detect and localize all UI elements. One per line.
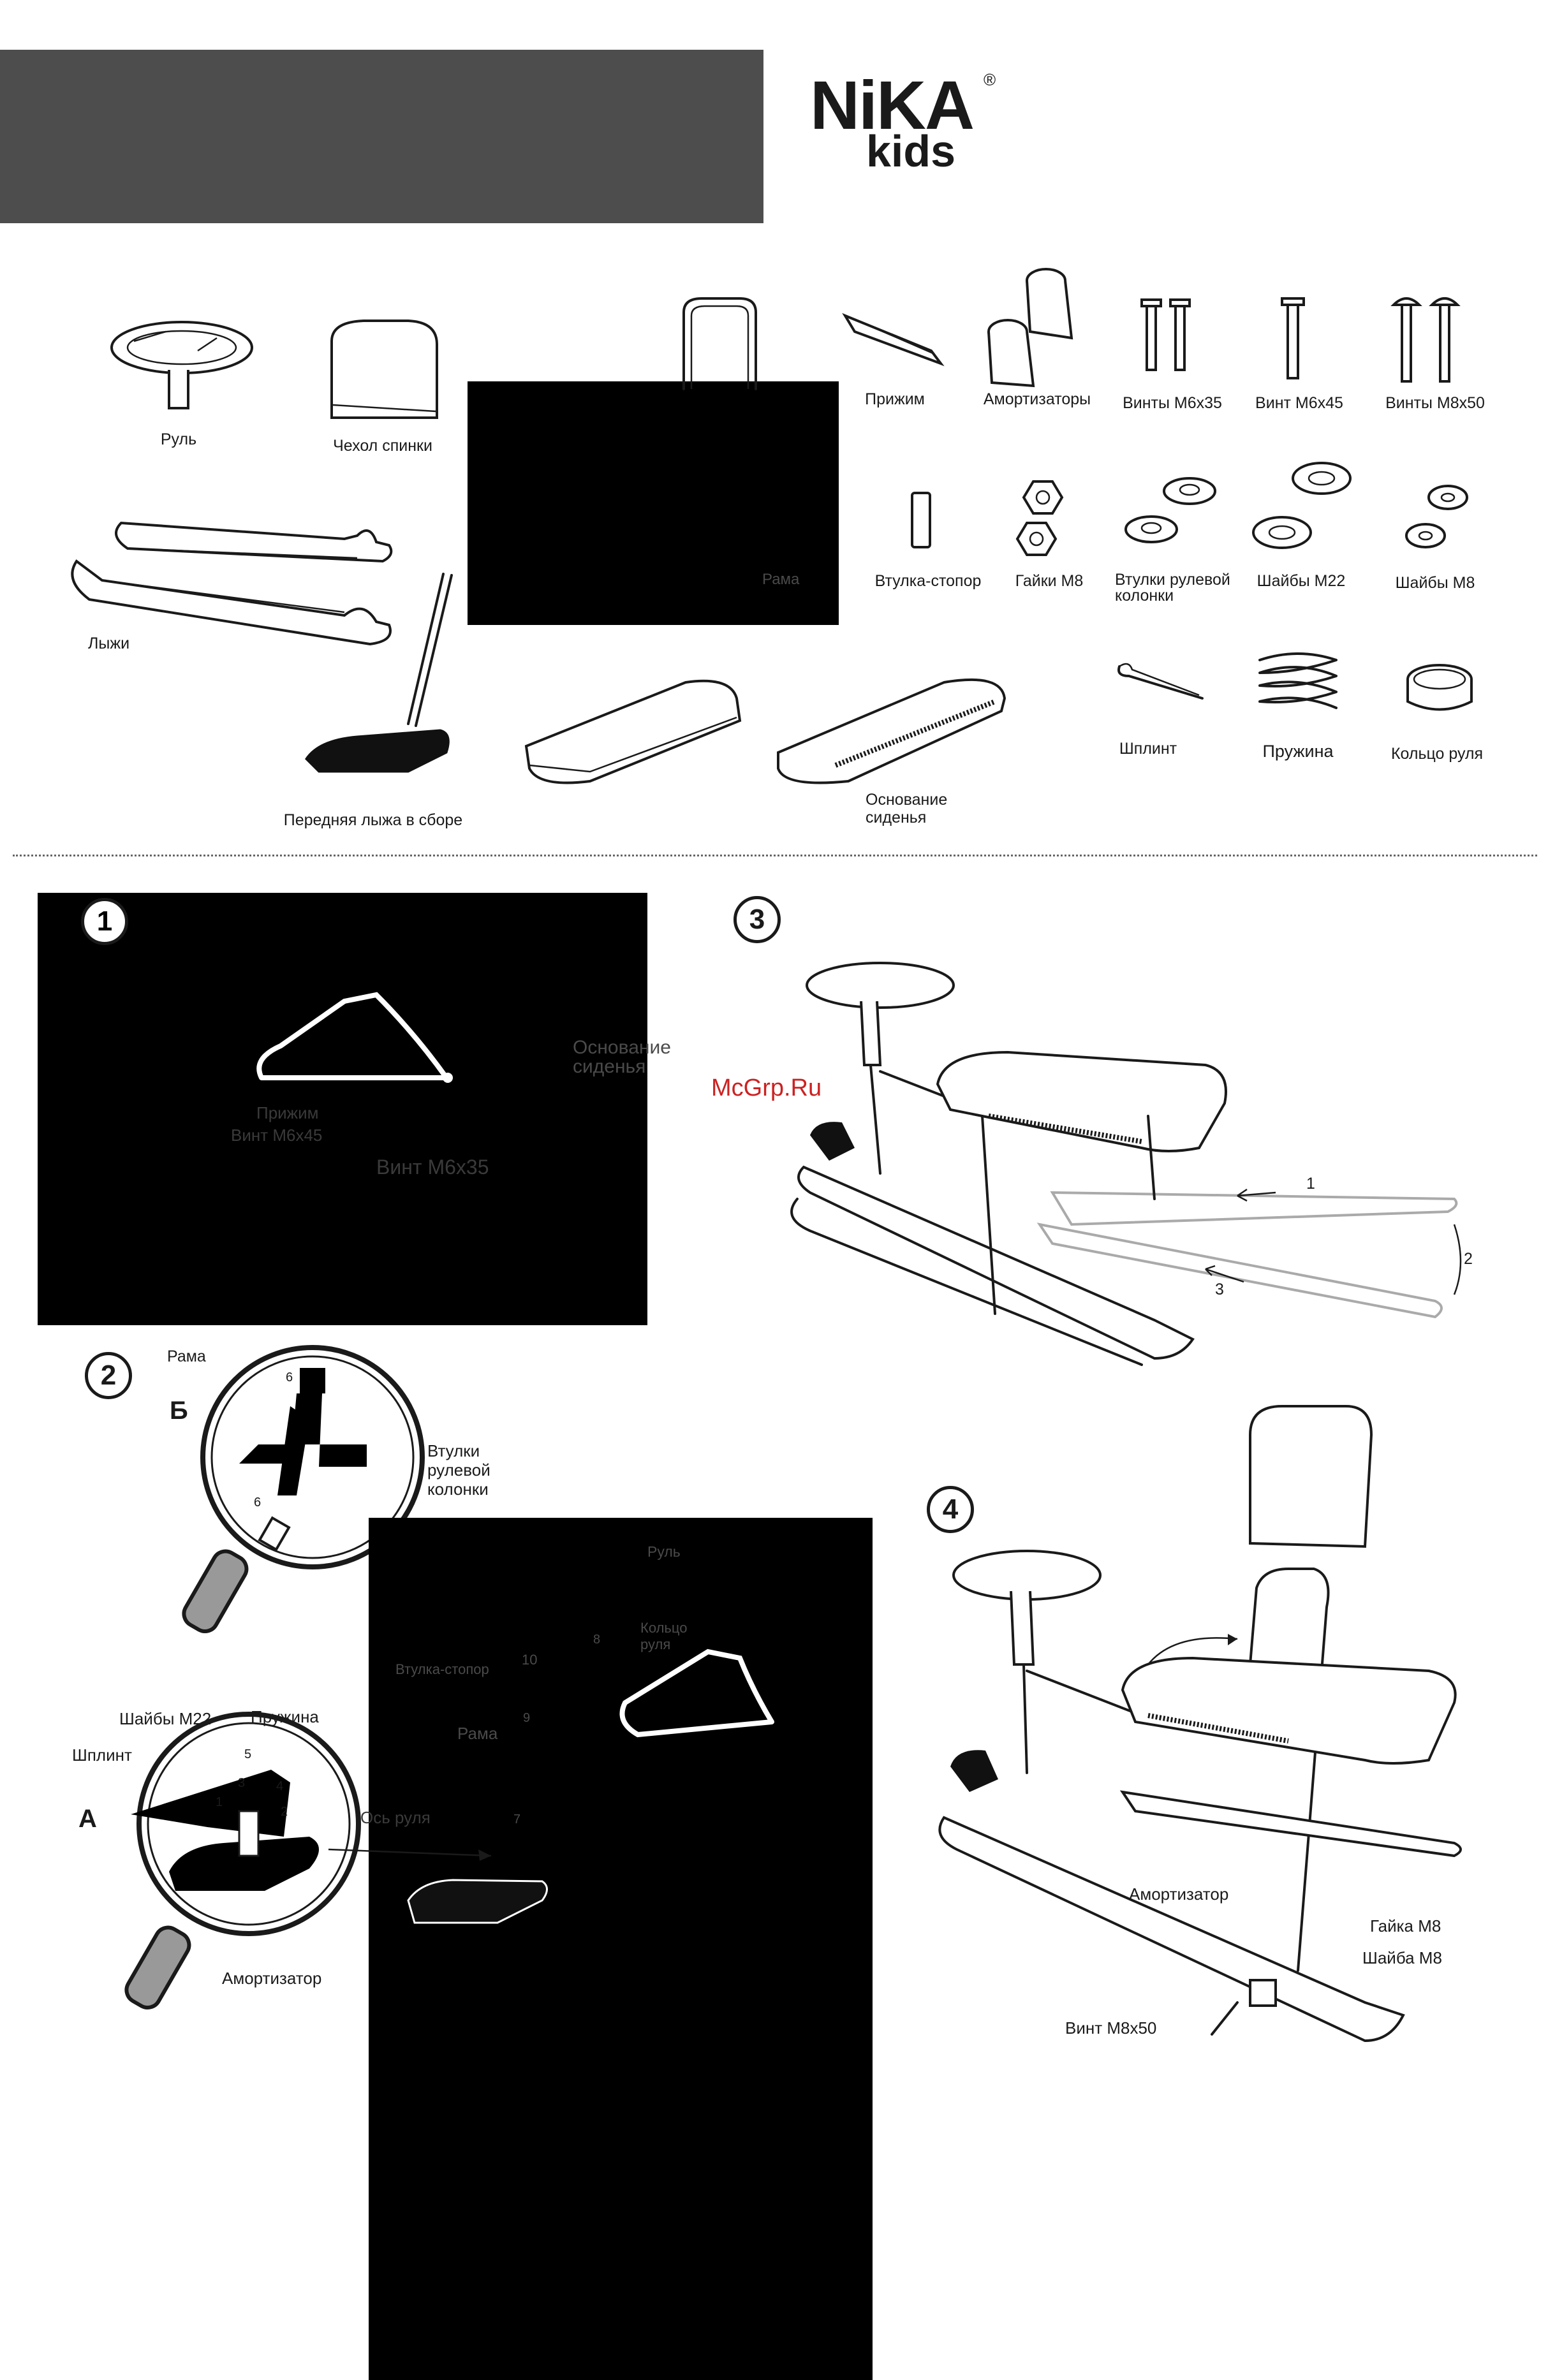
step1-frame-icon: [256, 992, 453, 1083]
skis-icon: [71, 521, 393, 646]
steering-bushings-icon: [1124, 477, 1216, 543]
back-cover-icon: [330, 320, 438, 419]
screw-m6x45-icon: [1281, 297, 1305, 379]
step2-label-vtulki: Втулки рулевой колонки: [427, 1441, 490, 1499]
header-bar: [0, 50, 763, 223]
step2-label-rama2: Рама: [457, 1724, 498, 1743]
step2-arrow-icon: [328, 1848, 492, 1861]
step2-label-pruzhina: Пружина: [251, 1707, 319, 1726]
logo-main: NiKA: [810, 66, 975, 143]
part-label-shaiby-m22: Шайбы М22: [1257, 572, 1346, 590]
spring-icon: [1258, 652, 1338, 709]
shock-absorbers-icon: [987, 268, 1073, 388]
step2-label-a: А: [78, 1805, 97, 1833]
part-label-lyzhi: Лыжи: [88, 635, 130, 652]
step1-number: 1: [81, 898, 128, 945]
front-ski-assembly-icon: [305, 573, 453, 773]
step4-number: 4: [927, 1486, 974, 1533]
magnifier-b-icon: [182, 1345, 425, 1633]
nuts-m8-icon: [1015, 480, 1064, 556]
step2-label-koltso: Кольцо руля: [640, 1620, 688, 1652]
step3-arrow-3: 3: [1215, 1281, 1224, 1298]
step2-label-vtulka-stopor: Втулка-стопор: [395, 1661, 489, 1677]
step2-label-10: 10: [522, 1652, 538, 1668]
part-label-vint-m6x45: Винт М6х45: [1255, 394, 1343, 412]
part-label-prizhim: Прижим: [865, 390, 925, 408]
step1-label-prizhim: Прижим: [256, 1103, 319, 1122]
washers-m8-icon: [1405, 485, 1468, 548]
part-label-rama: Рама: [762, 571, 800, 588]
cotter-pin-icon: [1117, 663, 1204, 700]
step2-label-amortizator: Амортизатор: [222, 1969, 322, 1988]
step2-label-4: 4: [276, 1779, 284, 1793]
step4-label-shaiba-m8: Шайба М8: [1362, 1948, 1442, 1967]
part-label-front-ski: Передняя лыжа в сборе: [283, 811, 463, 829]
part-label-shplint: Шплинт: [1119, 740, 1177, 758]
step1-label-osnovanie: Основание сиденья: [573, 1037, 671, 1077]
part-label-rul: Руль: [160, 430, 197, 448]
part-label-amortizatory: Амортизаторы: [983, 390, 1091, 408]
registered-mark: ®: [984, 70, 996, 89]
step2-label-7: 7: [513, 1812, 521, 1826]
part-label-chehol: Чехол спинки: [333, 437, 432, 455]
step1-label-vint-m6x35: Винт М6х35: [376, 1156, 489, 1179]
part-label-osnovanie: Основание сиденья: [866, 791, 948, 826]
washers-m22-icon: [1252, 462, 1352, 549]
step2-label-shplint: Шплинт: [72, 1745, 132, 1765]
section-divider: [13, 855, 1537, 856]
part-label-vinty-m8x50: Винты М8х50: [1385, 394, 1485, 412]
frame-image-box: [468, 381, 839, 625]
brand-logo: NiKA kids ®: [810, 70, 1001, 179]
steering-wheel-icon: [110, 321, 253, 409]
part-label-vinty-m6x35: Винты М6х35: [1123, 394, 1222, 412]
frame-handle-icon: [682, 297, 757, 390]
step2-label-8: 8: [593, 1633, 601, 1647]
stopper-bushing-icon: [911, 492, 931, 548]
magnifier-a-icon: [124, 1712, 361, 2009]
step2-label-b: Б: [170, 1397, 188, 1425]
step1-label-vint-m6x45: Винт М6х45: [231, 1126, 323, 1145]
step4-label-vint-m8x50: Винт М8х50: [1065, 2018, 1157, 2038]
screws-m6x35-icon: [1140, 298, 1191, 371]
step2-label-os-rulya: Ось руля: [360, 1808, 431, 1827]
seat-cushion-icon: [524, 679, 742, 784]
part-label-shaiby-m8: Шайбы М8: [1395, 574, 1475, 592]
steering-ring-icon: [1406, 664, 1473, 711]
part-label-vtulka-stopor: Втулка-стопор: [874, 572, 982, 590]
step4-label-gaika-m8: Гайка М8: [1370, 1916, 1441, 1936]
step2-label-shaiby-m22: Шайбы М22: [119, 1709, 212, 1728]
step2-label-5: 5: [244, 1747, 252, 1761]
step2-label-6a: 6: [286, 1370, 293, 1385]
step4-label-amortizator: Амортизатор: [1129, 1884, 1229, 1904]
part-label-pruzhina: Пружина: [1262, 742, 1334, 761]
step2-label-9: 9: [523, 1711, 531, 1725]
clamp-icon: [842, 312, 945, 367]
step3-arrow-1: 1: [1306, 1175, 1315, 1193]
step1-image-box: [38, 893, 647, 1325]
watermark: McGrp.Ru: [711, 1075, 822, 1101]
step2-label-1: 1: [216, 1795, 223, 1809]
step2-label-2: 2: [281, 1805, 288, 1819]
part-label-koltso-rulya: Кольцо руля: [1390, 745, 1484, 763]
part-label-gaiki-m8: Гайки М8: [1015, 572, 1084, 590]
step2-label-6b: 6: [254, 1495, 262, 1510]
step2-label-rul: Руль: [647, 1543, 681, 1560]
step3-number: 3: [733, 896, 781, 943]
seat-base-icon: [777, 678, 1006, 784]
step2-front-ski-icon: [407, 1879, 548, 1924]
part-label-vtulki-rulevoy: Втулки рулевой колонки: [1115, 571, 1230, 605]
step3-arrow-2: 2: [1464, 1250, 1473, 1268]
screws-m8x50-icon: [1390, 297, 1461, 383]
step4-sled-illustration: [938, 1405, 1462, 2043]
step2-number: 2: [85, 1352, 132, 1399]
step2-frame-icon: [619, 1649, 774, 1738]
step2-label-3: 3: [238, 1776, 246, 1790]
logo-sub: kids: [866, 126, 956, 176]
step2-label-rama: Рама: [167, 1348, 206, 1365]
step3-sled-illustration: [790, 962, 1462, 1366]
